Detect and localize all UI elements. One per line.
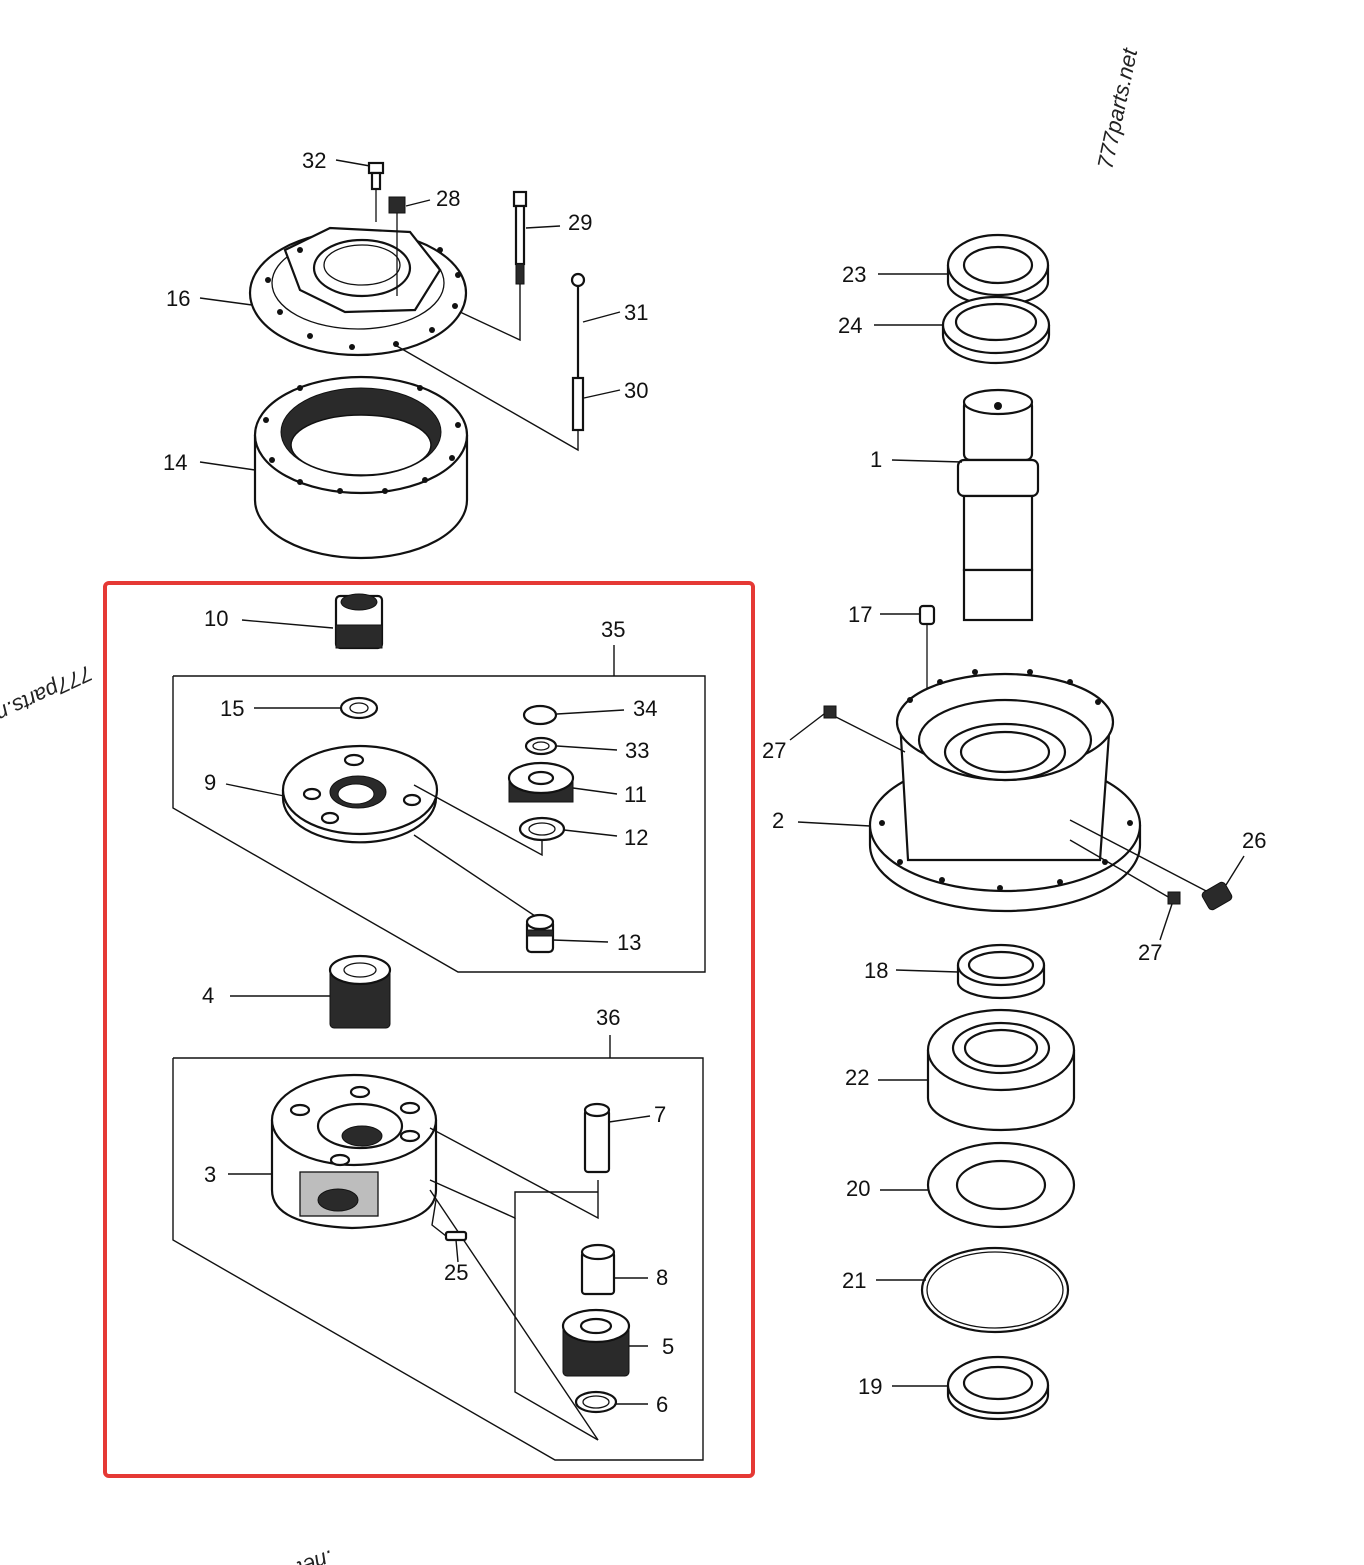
- part-12-thrust-washer[interactable]: [518, 816, 566, 842]
- part-21-retaining-ring[interactable]: [920, 1246, 1070, 1334]
- callout-34: 34: [633, 696, 657, 721]
- part-27-plug-b[interactable]: [1167, 891, 1181, 905]
- part-31-gauge[interactable]: [570, 272, 586, 378]
- part-23-bearing[interactable]: [946, 233, 1050, 307]
- part-30-pipe[interactable]: [571, 376, 585, 432]
- callout-6: 6: [656, 1392, 668, 1417]
- callout-26: 26: [1242, 828, 1266, 853]
- callout-30: 30: [624, 378, 648, 403]
- callout-18: 18: [864, 958, 888, 983]
- watermark-left: 777parts.n: [0, 660, 96, 727]
- callout-16: 16: [166, 286, 190, 311]
- callout-23: 23: [842, 262, 866, 287]
- part-10-sun-gear[interactable]: [334, 593, 384, 650]
- callout-36: 36: [596, 1005, 620, 1030]
- part-33-washer[interactable]: [524, 736, 558, 756]
- part-17-pin[interactable]: [918, 604, 936, 690]
- callout-33: 33: [625, 738, 649, 763]
- part-20-seal-plate[interactable]: [926, 1141, 1076, 1229]
- callout-15: 15: [220, 696, 244, 721]
- callout-32: 32: [302, 148, 326, 173]
- highlight-box: [103, 581, 755, 1478]
- callout-20: 20: [846, 1176, 870, 1201]
- part-25-pin[interactable]: [444, 1230, 468, 1242]
- part-16-cover[interactable]: [248, 226, 468, 357]
- kit-36-frame: [172, 1057, 704, 1461]
- callout-31: 31: [624, 300, 648, 325]
- callout-12: 12: [624, 825, 648, 850]
- part-29-bolt[interactable]: [512, 190, 528, 285]
- callout-17: 17: [848, 602, 872, 627]
- callout-27-upper: 27: [762, 738, 786, 763]
- watermark-top: 777parts.net: [1092, 45, 1142, 171]
- callout-24: 24: [838, 313, 862, 338]
- callout-11: 11: [624, 782, 647, 807]
- part-14-ring-gear[interactable]: [253, 375, 469, 560]
- callout-4: 4: [202, 983, 214, 1008]
- watermark-bottom: .net: [293, 1545, 337, 1565]
- part-5-planet-gear[interactable]: [561, 1308, 631, 1377]
- callout-5: 5: [662, 1334, 674, 1359]
- part-7-shaft[interactable]: [583, 1102, 611, 1174]
- callout-9: 9: [204, 770, 216, 795]
- callout-10: 10: [204, 606, 228, 631]
- part-19-seal[interactable]: [946, 1355, 1050, 1421]
- kit-35-frame: [172, 675, 706, 973]
- part-15-thrust-ring[interactable]: [339, 696, 379, 720]
- callout-21: 21: [842, 1268, 866, 1293]
- part-6-thrust-washer[interactable]: [574, 1390, 618, 1414]
- part-34-snap-ring[interactable]: [522, 704, 558, 726]
- part-32-bolt[interactable]: [367, 161, 385, 222]
- callout-35: 35: [601, 617, 625, 642]
- callout-25: 25: [444, 1260, 468, 1285]
- callout-29: 29: [568, 210, 592, 235]
- part-18-bushing[interactable]: [956, 943, 1046, 1000]
- part-3-carrier[interactable]: [270, 1073, 438, 1230]
- callout-3: 3: [204, 1162, 216, 1187]
- callout-22: 22: [845, 1065, 869, 1090]
- callout-2: 2: [772, 808, 784, 833]
- callout-labels: 32 28 29 31 30 16 14 23 24 1 17 27 2 26 …: [163, 148, 1266, 1417]
- part-2-housing[interactable]: [868, 669, 1142, 913]
- callout-19: 19: [858, 1374, 882, 1399]
- part-9-carrier[interactable]: [281, 744, 439, 844]
- callout-8: 8: [656, 1265, 668, 1290]
- part-28-plug[interactable]: [388, 196, 406, 296]
- callout-28: 28: [436, 186, 460, 211]
- part-1-pinion-shaft[interactable]: [956, 388, 1040, 622]
- callout-27-lower: 27: [1138, 940, 1162, 965]
- callout-1: 1: [870, 447, 882, 472]
- callout-7: 7: [654, 1102, 666, 1127]
- callout-leaders: [199, 159, 1245, 1405]
- callout-14: 14: [163, 450, 187, 475]
- part-27-plug-a[interactable]: [823, 705, 837, 719]
- callout-13: 13: [617, 930, 641, 955]
- part-26-fitting[interactable]: [1201, 881, 1234, 911]
- part-24-seal[interactable]: [941, 295, 1051, 365]
- part-22-bearing[interactable]: [926, 1008, 1076, 1132]
- part-8-bushing[interactable]: [580, 1243, 616, 1296]
- part-4-sun-gear[interactable]: [328, 954, 392, 1029]
- part-13-pin[interactable]: [525, 913, 555, 954]
- part-11-planet-gear[interactable]: [507, 761, 575, 803]
